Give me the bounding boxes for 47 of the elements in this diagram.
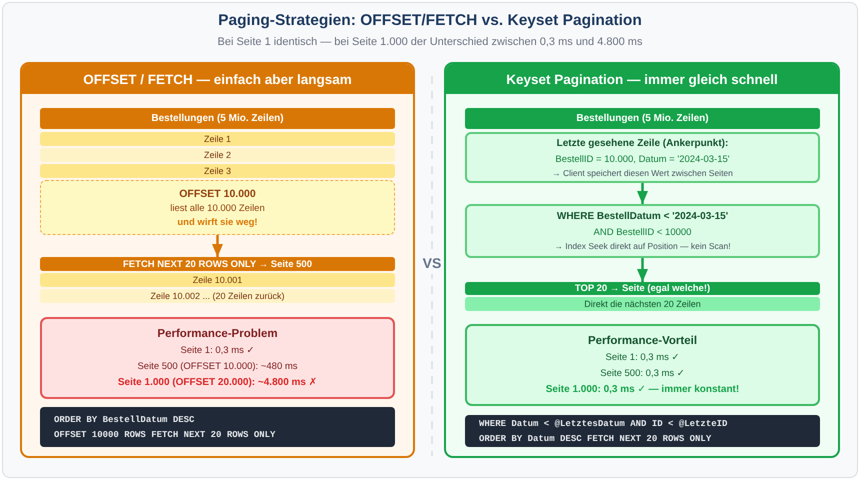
panel-header: Keyset Pagination — immer gleich schnell [446, 64, 838, 94]
code-line: OFFSET 10000 ROWS FETCH NEXT 20 ROWS ONLY [54, 430, 276, 440]
arrow [637, 258, 648, 282]
heading: OFFSET 10.000 [179, 188, 256, 200]
body-text: Seite 1: 0,3 ms ✓ [180, 345, 254, 356]
query-box [465, 204, 820, 258]
problem-box [40, 317, 395, 399]
body-text: AND BestellID < 10000 [594, 227, 692, 238]
table-row: Zeile 10.002 ... (20 Zeilen zurück) [40, 289, 395, 303]
highlight-text: und wirft sie weg! [177, 216, 258, 228]
fetch-bar: FETCH NEXT 20 ROWS ONLY → Seite 500 [40, 257, 395, 271]
table-header-bar: Bestellungen (5 Mio. Zeilen) [40, 108, 395, 129]
diagram-title: Paging-Strategien: OFFSET/FETCH vs. Keyset Pagination [218, 12, 642, 30]
table-row: Zeile 10.001 [40, 273, 395, 287]
body-text: BestellID = 10.000, Datum = '2024-03-15' [555, 154, 730, 164]
table-row: Zeile 3 [40, 164, 395, 178]
note-text: → Index Seek direkt auf Position — kein Scan! [554, 241, 731, 251]
highlight-text: Seite 1.000 (OFFSET 20.000): ~4.800 ms ✗ [118, 377, 318, 388]
heading: WHERE BestellDatum < '2024-03-15' [556, 211, 728, 222]
body-text: liest alle 10.000 Zeilen [170, 202, 265, 214]
skipped-rows-box [40, 180, 395, 235]
arrow [637, 183, 648, 204]
code-block [40, 407, 395, 447]
table-row: Zeile 1 [40, 132, 395, 146]
body-text: Seite 500 (OFFSET 10.000): ~480 ms [137, 361, 298, 372]
heading: Performance-Vorteil [588, 335, 698, 347]
advantage-box [465, 324, 820, 406]
body-text: Seite 1: 0,3 ms ✓ [606, 352, 680, 363]
comparison-panel [20, 62, 415, 458]
table-header-bar: Bestellungen (5 Mio. Zeilen) [465, 108, 820, 129]
note-text: → Client speichert diesen Wert zwischen Seiten [552, 168, 733, 178]
body-text: Seite 500: 0,3 ms ✓ [600, 368, 685, 379]
result-row: Direkt die nächsten 20 Zeilen [465, 297, 820, 311]
code-block [465, 415, 820, 447]
anchor-box [465, 132, 820, 183]
highlight-text: Seite 1.000: 0,3 ms ✓ — immer konstant! [546, 384, 740, 395]
arrow [212, 235, 223, 257]
subtitle: Bei Seite 1 identisch — bei Seite 1.000 der Unterschied zwischen 0,3 ms und 4.800 ms [218, 36, 642, 48]
heading: Performance-Problem [157, 328, 278, 340]
comparison-panel [444, 62, 840, 458]
code-line: WHERE Datum < @LetztesDatum AND ID < @LetzteID [479, 418, 728, 428]
panel-header: OFFSET / FETCH — einfach aber langsam [22, 64, 413, 94]
code-line: ORDER BY BestellDatum DESC [54, 414, 194, 424]
heading: Letzte gesehene Zeile (Ankerpunkt): [556, 138, 728, 148]
code-line: ORDER BY Datum DESC FETCH NEXT 20 ROWS ONLY [479, 434, 712, 444]
result-bar: TOP 20 → Seite (egal welche!) [465, 282, 820, 295]
table-row: Zeile 2 [40, 148, 395, 162]
